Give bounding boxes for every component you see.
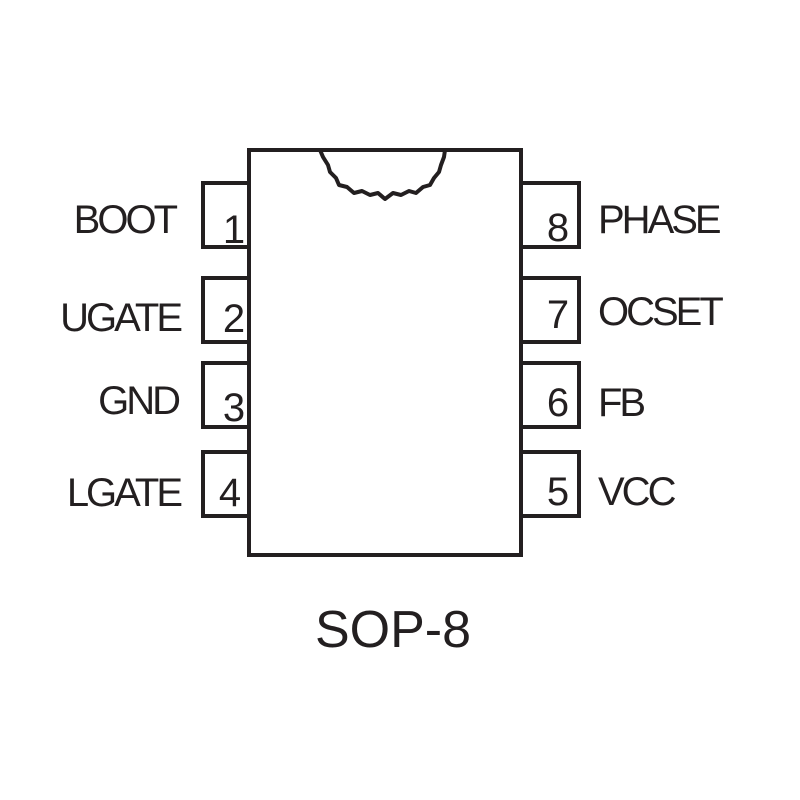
pin-pad [519, 276, 581, 344]
pin-pad [201, 181, 251, 249]
pin-label: VCC [598, 470, 676, 514]
ic-body [247, 148, 523, 557]
pin-label: FB [598, 381, 644, 425]
left-pins: 1 BOOT 2 UGATE 3 GND 4 LGATE [60, 181, 251, 518]
pin-pad [201, 361, 251, 429]
pin-pad [201, 450, 251, 518]
package-name: SOP-8 [315, 601, 471, 659]
pin-5: 5 VCC [519, 450, 679, 518]
pin-6: 6 FB [519, 361, 647, 429]
pin-number: 5 [547, 470, 569, 514]
pin-number: 6 [547, 381, 569, 425]
right-pins: 8 PHASE 7 OCSET 6 FB 5 VCC [519, 181, 726, 518]
pin-pad [519, 450, 581, 518]
pin-2: 2 UGATE [60, 276, 251, 344]
pin-number: 2 [223, 297, 245, 341]
pin-pad [519, 361, 581, 429]
pin-label: OCSET [598, 290, 723, 334]
pin-8: 8 PHASE [519, 181, 723, 250]
pin-number: 3 [223, 386, 245, 430]
pin-label: GND [98, 379, 179, 423]
pin-7: 7 OCSET [519, 276, 726, 344]
pin-number: 8 [547, 206, 569, 250]
pin-label: PHASE [598, 198, 720, 242]
pin-number: 4 [219, 471, 241, 515]
pin-number: 7 [547, 293, 569, 337]
pin-1: 1 BOOT [74, 181, 251, 252]
pin-pad [519, 181, 581, 249]
pin-label: LGATE [67, 471, 182, 515]
pin-4: 4 LGATE [67, 450, 251, 518]
pin1-notch [318, 149, 447, 201]
pin-number: 1 [223, 208, 245, 252]
pin-label: UGATE [60, 296, 181, 340]
pin-label: BOOT [74, 198, 178, 242]
pin-pad [201, 276, 251, 344]
pin-3: 3 GND [98, 361, 251, 430]
